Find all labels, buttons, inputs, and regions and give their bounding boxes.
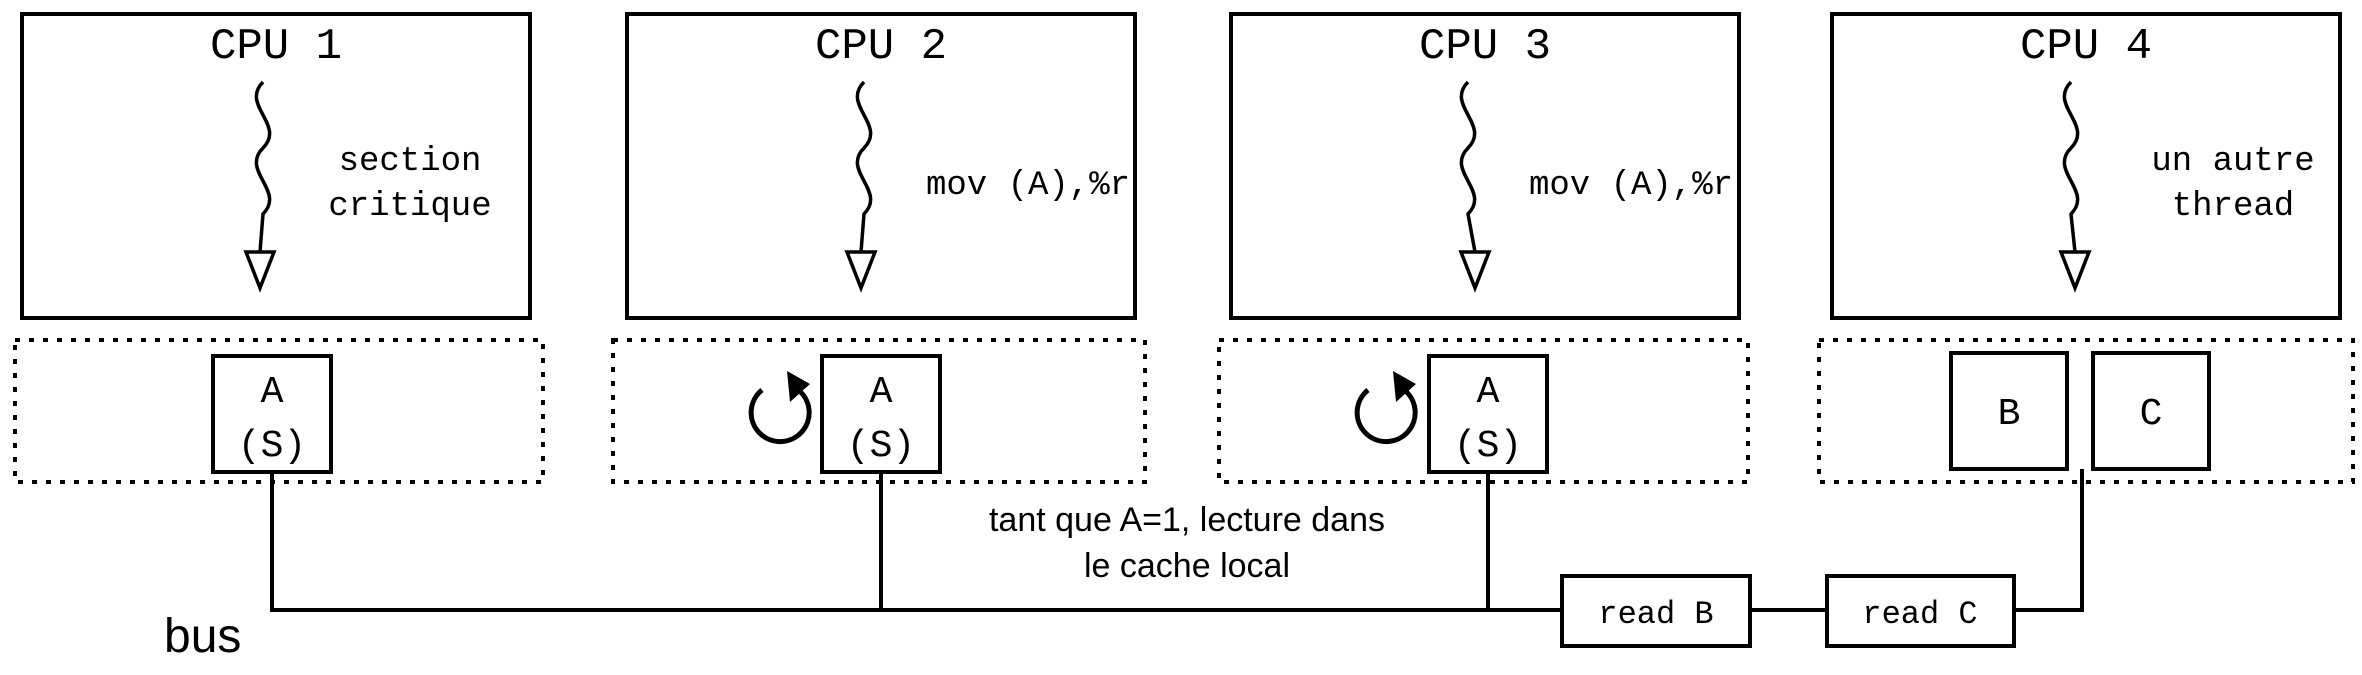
cache-line-state: (S) <box>847 425 915 468</box>
cpu-1-thread-label-line-1: section <box>339 143 482 181</box>
cache-line-state: (S) <box>238 425 306 468</box>
cache-4-border <box>1817 338 2355 484</box>
bus-tap-cache-4 <box>2014 469 2084 612</box>
cpu-4-title: CPU 4 <box>2020 22 2152 72</box>
spin-note-line-2: le cache local <box>1084 547 1290 585</box>
cache-2: A (S) <box>611 338 1147 484</box>
cache-1: A (S) <box>13 338 545 484</box>
cpu-3-box <box>1229 12 1741 320</box>
thread-arrow <box>2058 80 2092 293</box>
cpu-1: CPU 1 section critique <box>20 12 532 320</box>
cache-line-name: C <box>2140 393 2163 436</box>
thread-arrow <box>844 80 878 293</box>
cache-line <box>1949 351 2069 471</box>
cpu-2-title: CPU 2 <box>815 22 947 72</box>
cache-3: A (S) <box>1217 338 1750 484</box>
spin-note: tant que A=1, lecture dans le cache loca… <box>989 501 1385 585</box>
cpu-4: CPU 4 un autre thread <box>1830 12 2342 320</box>
cache-line-name: A <box>1477 371 1500 414</box>
cpu-4-thread-label-line-2: thread <box>2172 188 2294 226</box>
cache-line-state: (S) <box>1454 425 1522 468</box>
read-b-request <box>1560 574 1752 648</box>
read-c-request <box>1825 574 2016 648</box>
cpu-3-title: CPU 3 <box>1419 22 1551 72</box>
cpu-4-thread-label-line-1: un autre <box>2151 143 2314 181</box>
cpu-1-title: CPU 1 <box>210 22 342 72</box>
spin-loop-icon <box>1354 371 1418 445</box>
cpu-2-box <box>625 12 1137 320</box>
cpu-3: CPU 3 mov (A),%r <box>1229 12 1741 320</box>
cache-line <box>2091 351 2211 471</box>
cpu-2-thread-label: mov (A),%r <box>926 167 1130 205</box>
spin-note-line-1: tant que A=1, lecture dans <box>989 501 1385 539</box>
cpu-4-box <box>1830 12 2342 320</box>
cache-4: B C <box>1817 338 2355 484</box>
thread-arrow <box>1458 80 1492 293</box>
spin-loop-icon <box>748 371 812 445</box>
cpu-1-thread-label-line-2: critique <box>328 188 491 226</box>
read-b-label: read B <box>1598 596 1713 633</box>
bus-line <box>270 472 1562 612</box>
bus-label: bus <box>164 610 241 663</box>
read-c-label: read C <box>1862 596 1977 633</box>
cpu-2: CPU 2 mov (A),%r <box>625 12 1137 320</box>
cache-line-name: A <box>261 371 284 414</box>
thread-arrow <box>243 80 277 293</box>
cache-line-name: B <box>1998 393 2021 436</box>
bus: read B read C bus <box>164 469 2084 663</box>
cache-line-name: A <box>870 371 893 414</box>
cpu-1-box <box>20 12 532 320</box>
cpu-3-thread-label: mov (A),%r <box>1529 167 1733 205</box>
